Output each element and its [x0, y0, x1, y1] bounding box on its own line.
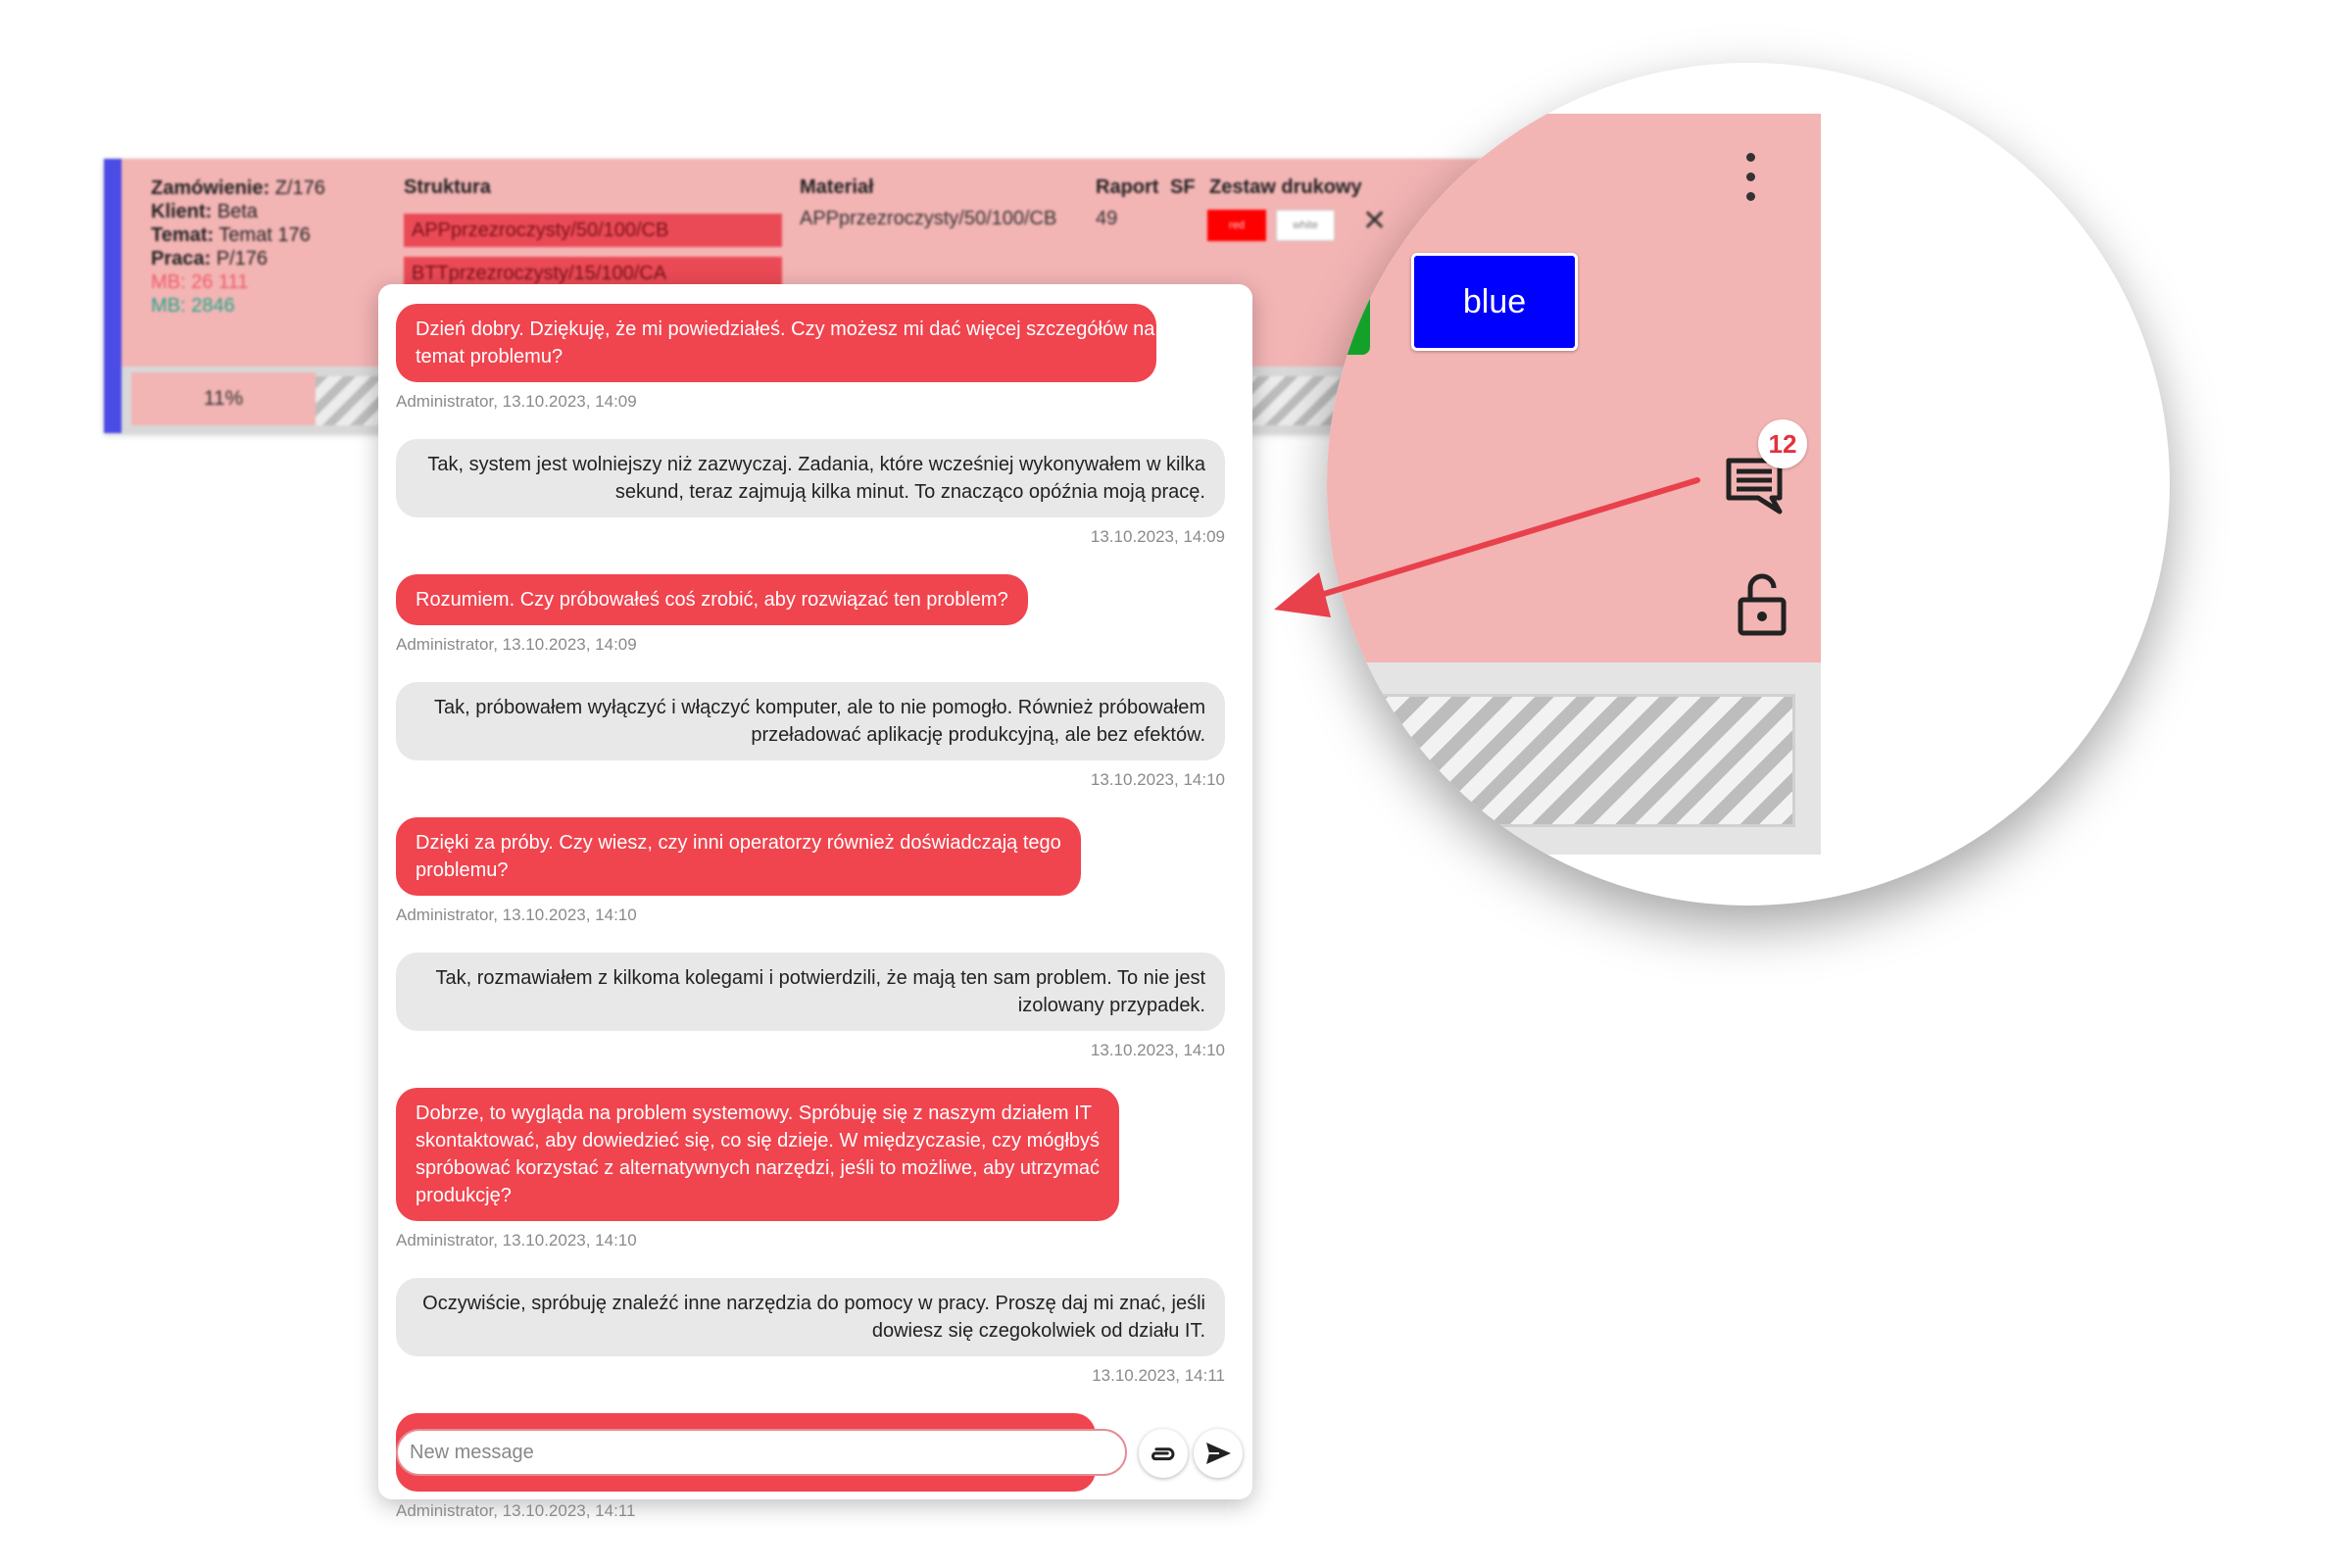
message-line: skontaktować, aby dowiedzieć się, co się…	[416, 1130, 1101, 1152]
paperclip-icon	[1152, 1447, 1175, 1461]
message-meta: 13.10.2023, 14:11	[1092, 1366, 1225, 1385]
label-zamowienie: Zamówienie:	[151, 177, 270, 199]
header-raport: Raport	[1096, 176, 1159, 198]
user-message-bubble: Tak, próbowałem wyłączyć i włączyć kompu…	[396, 682, 1225, 760]
order-number: Z/176	[274, 177, 325, 199]
admin-message-bubble: Dzięki za próby. Czy wiesz, czy inni ope…	[396, 817, 1081, 896]
message-line: izolowany przypadek.	[1017, 995, 1205, 1016]
user-message-bubble: Oczywiście, spróbuję znaleźć inne narzęd…	[396, 1278, 1225, 1356]
green-color-button[interactable]	[1327, 259, 1370, 355]
message-line: Tak, próbowałem wyłączyć i włączyć kompu…	[433, 697, 1205, 718]
label-praca: Praca:	[151, 248, 212, 270]
message-line: dowiesz się czegokolwiek od działu IT.	[871, 1320, 1205, 1342]
message-line: Dzień dobry. Dziękuję, że mi powiedziałe…	[416, 318, 1155, 340]
message-meta: Administrator, 13.10.2023, 14:10	[396, 906, 637, 924]
zoomed-hatched-area	[1327, 694, 1795, 827]
message-line: Tak, system jest wolniejszy niż zazwycza…	[427, 454, 1205, 475]
order-info: Zamówienie: Z/176 Klient: Beta Temat: Te…	[151, 176, 325, 318]
blue-color-button[interactable]: blue	[1411, 253, 1578, 351]
admin-message-bubble: Dzień dobry. Dziękuję, że mi powiedziałe…	[396, 304, 1156, 382]
message-meta: 13.10.2023, 14:10	[1090, 1041, 1225, 1059]
material-value: APPprzezroczysty/50/100/CB	[800, 208, 1057, 229]
chat-unread-badge: 12	[1758, 419, 1807, 468]
progress-label: 11%	[131, 372, 316, 425]
header-material: Materiał	[800, 176, 874, 198]
raport-value: 49	[1096, 208, 1118, 229]
message-line: spróbować korzystać z alternatywnych nar…	[416, 1157, 1101, 1179]
row-accent-bar	[104, 159, 122, 433]
header-zestaw: Zestaw drukowy	[1209, 176, 1362, 198]
job-number: P/176	[216, 248, 268, 270]
message-meta: 13.10.2023, 14:09	[1090, 527, 1225, 546]
message-line: Dobrze, to wygląda na problem systemowy.…	[416, 1102, 1092, 1124]
label-temat: Temat:	[151, 224, 215, 246]
message-meta: Administrator, 13.10.2023, 14:11	[396, 1501, 636, 1520]
topic-name: Temat 176	[219, 224, 311, 246]
mb-green-value: MB: 2846	[151, 295, 235, 317]
user-message-bubble: Tak, rozmawiałem z kilkoma kolegami i po…	[396, 953, 1225, 1031]
client-name: Beta	[217, 201, 258, 222]
send-icon	[1206, 1443, 1231, 1464]
message-line: Rozumiem. Czy próbowałeś coś zrobić, aby…	[416, 589, 1008, 611]
message-line: temat problemu?	[416, 346, 564, 368]
color-chip-white[interactable]: white	[1276, 210, 1335, 241]
label-klient: Klient:	[151, 201, 213, 222]
message-line: produkcję?	[416, 1185, 512, 1206]
user-message-bubble: Tak, system jest wolniejszy niż zazwycza…	[396, 439, 1225, 517]
message-line: Dzięki za próby. Czy wiesz, czy inni ope…	[416, 832, 1061, 854]
more-vertical-icon[interactable]	[1739, 153, 1762, 208]
message-meta: 13.10.2023, 14:10	[1090, 770, 1225, 789]
message-composer	[396, 1429, 1243, 1478]
chat-panel: Dzień dobry. Dziękuję, że mi powiedziałe…	[378, 284, 1252, 1520]
header-struktura: Struktura	[404, 176, 491, 198]
message-meta: Administrator, 13.10.2023, 14:09	[396, 635, 637, 654]
send-button[interactable]	[1194, 1429, 1243, 1478]
message-line: przeładować aplikację produkcyjną, ale b…	[751, 724, 1205, 746]
message-meta: Administrator, 13.10.2023, 14:10	[396, 1231, 637, 1250]
zoom-magnifier: blue 12	[1327, 63, 2170, 906]
admin-message-bubble: Rozumiem. Czy próbowałeś coś zrobić, aby…	[396, 574, 1028, 625]
lock-open-icon[interactable]	[1737, 572, 1788, 637]
message-line: sekund, teraz zajmują kilka minut. To zn…	[614, 481, 1205, 503]
message-meta: Administrator, 13.10.2023, 14:09	[396, 392, 637, 411]
message-line: Tak, rozmawiałem z kilkoma kolegami i po…	[435, 967, 1205, 989]
new-message-input[interactable]	[396, 1429, 1127, 1476]
admin-message-bubble: Dobrze, to wygląda na problem systemowy.…	[396, 1088, 1120, 1221]
message-line: problemu?	[416, 859, 509, 881]
attach-button[interactable]	[1139, 1429, 1188, 1478]
color-chip-red[interactable]: red	[1207, 210, 1266, 241]
message-line: Oczywiście, spróbuję znaleźć inne narzęd…	[422, 1293, 1205, 1314]
header-sf: SF	[1170, 176, 1196, 198]
struktura-item[interactable]: APPprzezroczysty/50/100/CB	[404, 214, 782, 247]
mb-red-value: MB: 26 111	[151, 271, 249, 293]
